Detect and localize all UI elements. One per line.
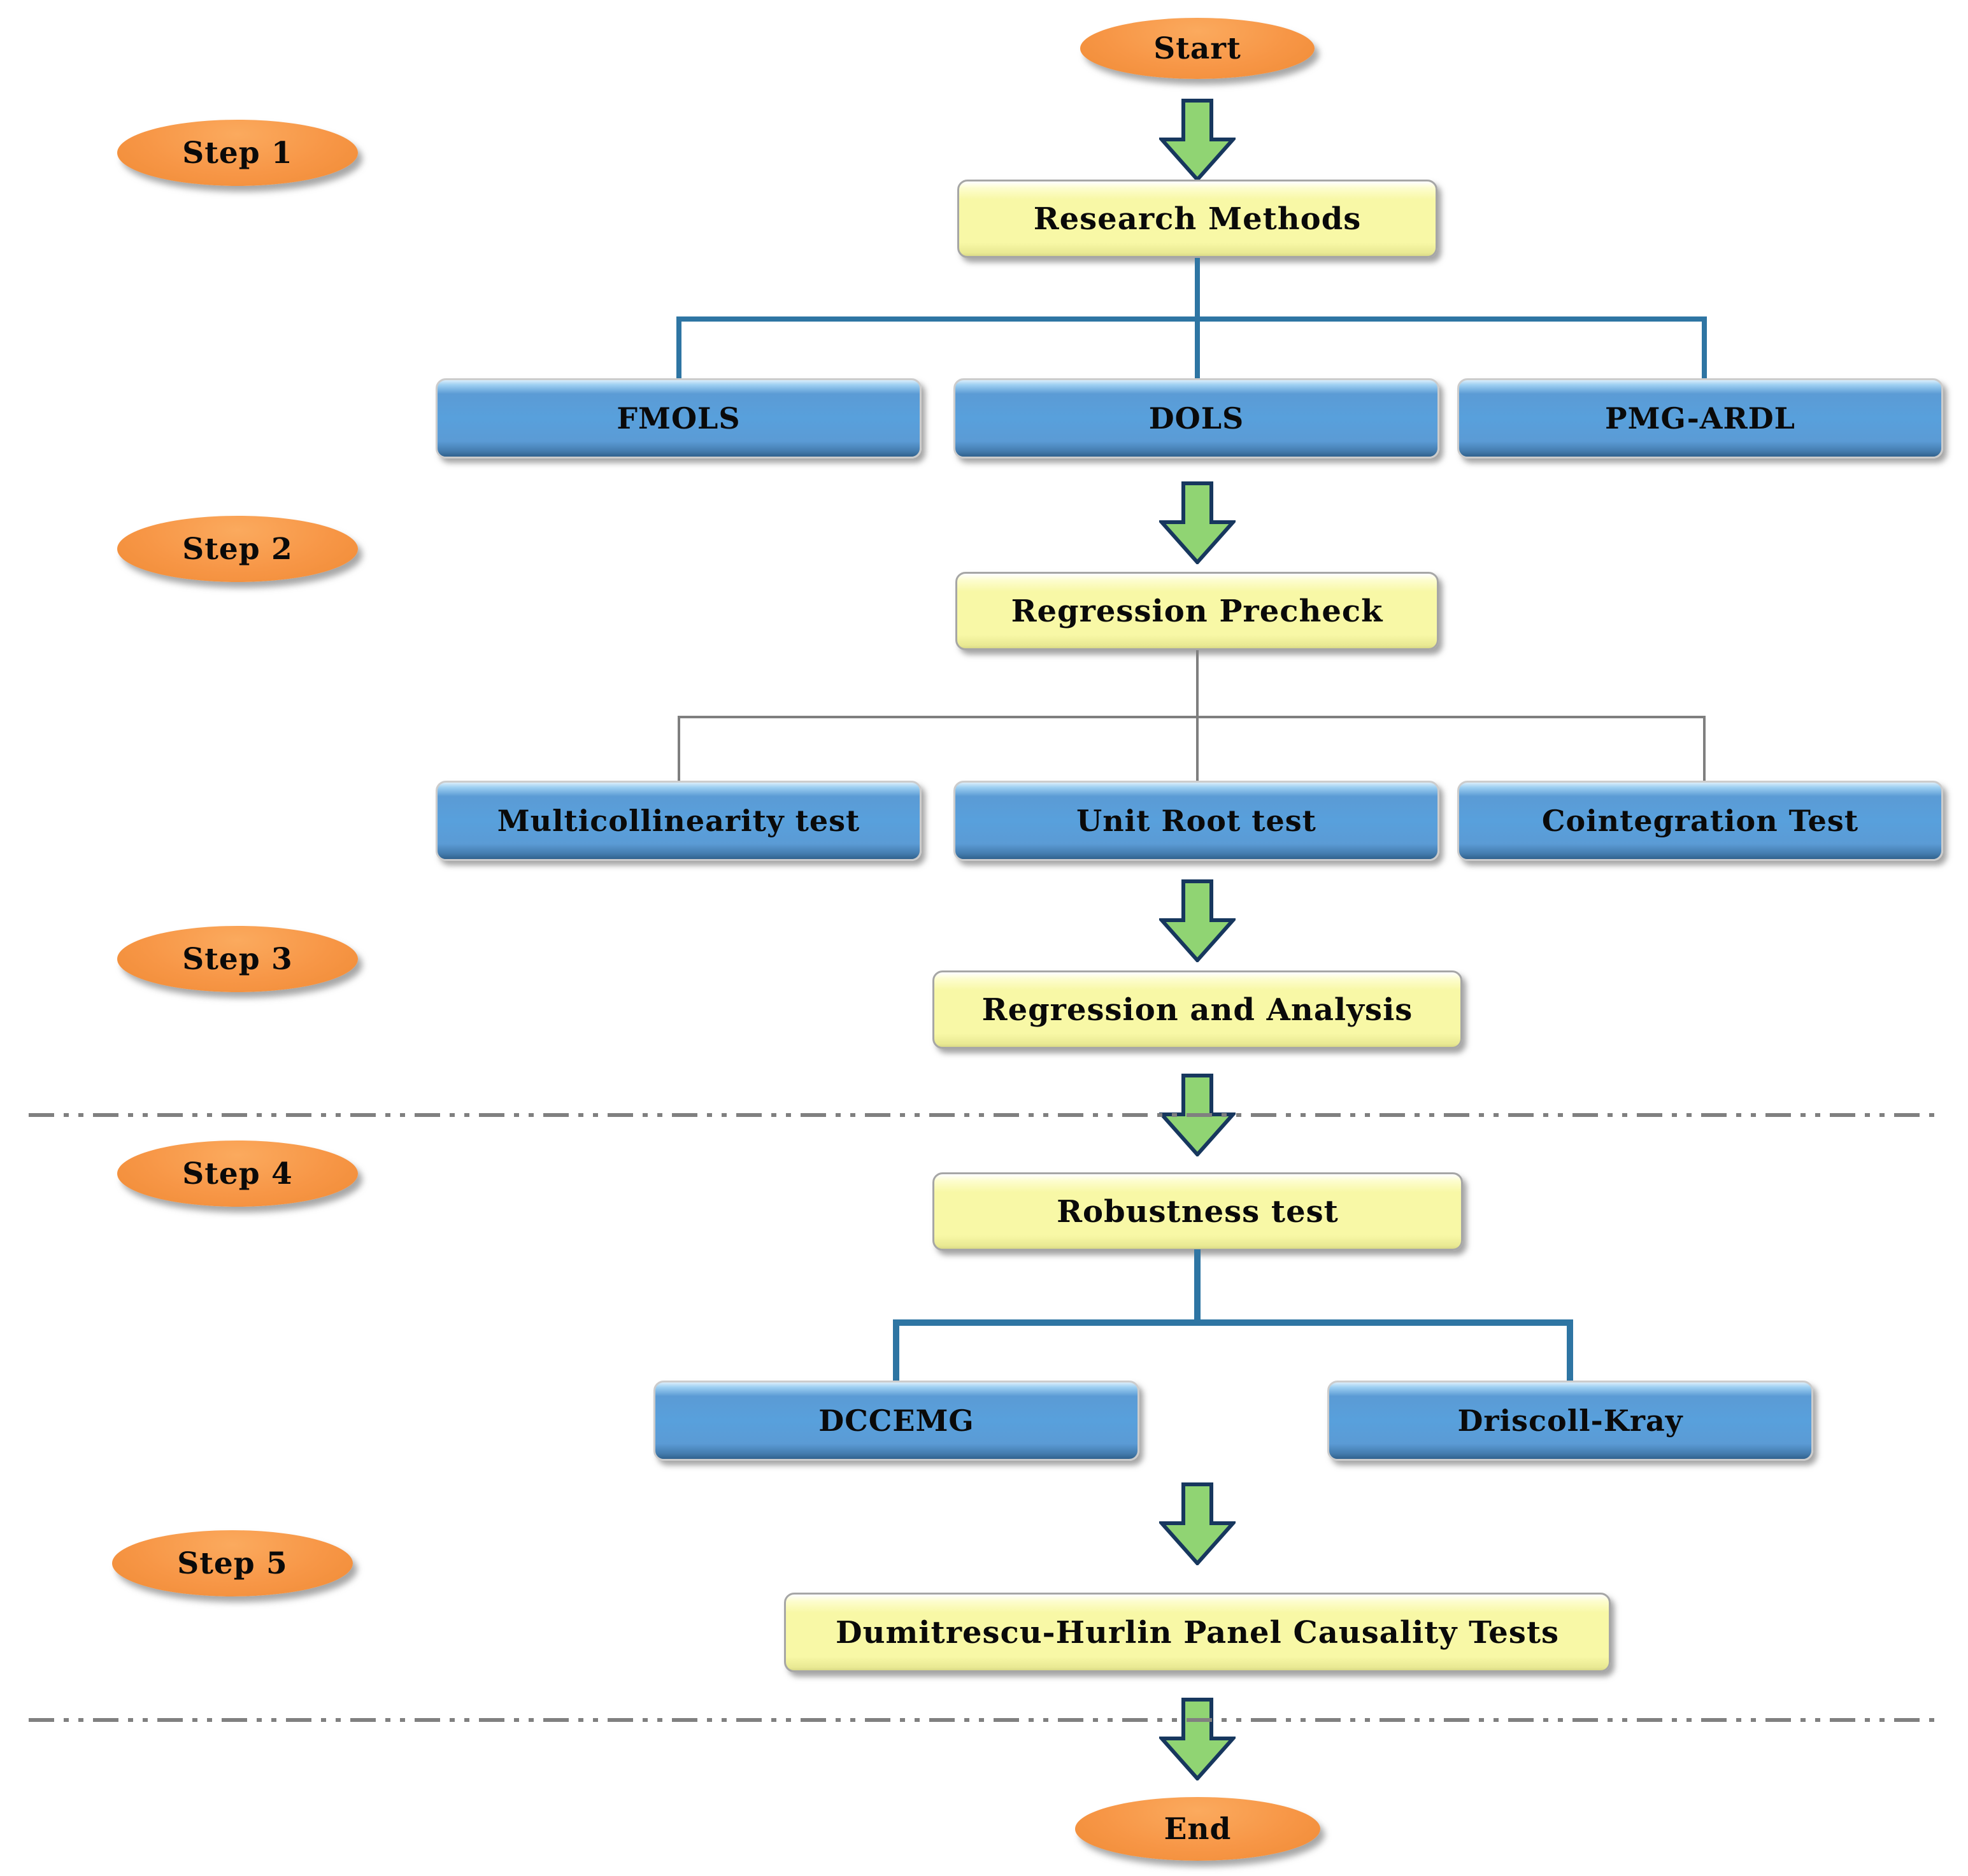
down-arrow-icon [1159, 1482, 1236, 1565]
connector-methods-right-vertical [1702, 316, 1707, 380]
end-terminal: End [1075, 1797, 1320, 1861]
step-2-label: Step 2 [182, 531, 293, 567]
regression-precheck-label: Regression Precheck [1011, 593, 1383, 629]
dumitrescu-hurlin-label: Dumitrescu-Hurlin Panel Causality Tests [835, 1614, 1560, 1651]
robustness-test-box: Robustness test [932, 1172, 1463, 1251]
step-4-label: Step 4 [182, 1156, 293, 1191]
connector-precheck-horizontal [678, 716, 1706, 718]
dols-box: DOLS [953, 378, 1439, 458]
section-divider-top [29, 1113, 1939, 1117]
step-3-label: Step 3 [182, 941, 293, 977]
multicollinearity-test-label: Multicollinearity test [497, 804, 860, 838]
step-2-ellipse: Step 2 [117, 516, 358, 582]
connector-methods-left-vertical [676, 316, 681, 380]
unit-root-test-label: Unit Root test [1076, 804, 1316, 838]
regression-precheck-box: Regression Precheck [955, 572, 1439, 650]
start-label: Start [1153, 31, 1241, 66]
step-5-ellipse: Step 5 [112, 1530, 353, 1596]
dols-label: DOLS [1148, 401, 1244, 436]
multicollinearity-test-box: Multicollinearity test [436, 781, 922, 861]
down-arrow-icon [1159, 1698, 1236, 1780]
fmols-label: FMOLS [617, 401, 741, 436]
step-4-ellipse: Step 4 [117, 1141, 358, 1207]
robustness-test-label: Robustness test [1057, 1193, 1339, 1230]
regression-analysis-label: Regression and Analysis [981, 991, 1413, 1028]
connector-robustness-center-vertical [1194, 1249, 1201, 1326]
step-1-ellipse: Step 1 [117, 120, 358, 186]
connector-methods-horizontal [676, 316, 1707, 322]
connector-robustness-right-vertical [1567, 1319, 1573, 1382]
driscoll-kray-box: Driscoll-Kray [1327, 1381, 1813, 1461]
step-1-label: Step 1 [182, 135, 293, 171]
down-arrow-icon [1159, 879, 1236, 962]
research-methods-box: Research Methods [957, 180, 1437, 258]
dumitrescu-hurlin-box: Dumitrescu-Hurlin Panel Causality Tests [784, 1593, 1611, 1672]
regression-analysis-box: Regression and Analysis [932, 970, 1462, 1049]
research-methods-label: Research Methods [1033, 201, 1362, 237]
section-divider-bottom [29, 1718, 1939, 1722]
down-arrow-icon [1159, 99, 1236, 181]
connector-precheck-left-vertical [678, 716, 680, 782]
step-3-ellipse: Step 3 [117, 926, 358, 992]
connector-robustness-left-vertical [893, 1319, 899, 1382]
start-terminal: Start [1080, 18, 1315, 79]
pmg-ardl-label: PMG-ARDL [1605, 401, 1795, 436]
unit-root-test-box: Unit Root test [953, 781, 1439, 861]
dccemg-box: DCCEMG [653, 1381, 1139, 1461]
down-arrow-icon [1159, 481, 1236, 564]
connector-robustness-horizontal [893, 1319, 1573, 1326]
fmols-box: FMOLS [436, 378, 922, 458]
end-label: End [1164, 1811, 1232, 1847]
pmg-ardl-box: PMG-ARDL [1457, 378, 1943, 458]
cointegration-test-box: Cointegration Test [1457, 781, 1943, 861]
step-5-label: Step 5 [177, 1546, 288, 1581]
dccemg-label: DCCEMG [818, 1403, 974, 1438]
connector-precheck-right-vertical [1703, 716, 1706, 782]
driscoll-kray-label: Driscoll-Kray [1457, 1403, 1683, 1438]
cointegration-test-label: Cointegration Test [1541, 804, 1859, 838]
